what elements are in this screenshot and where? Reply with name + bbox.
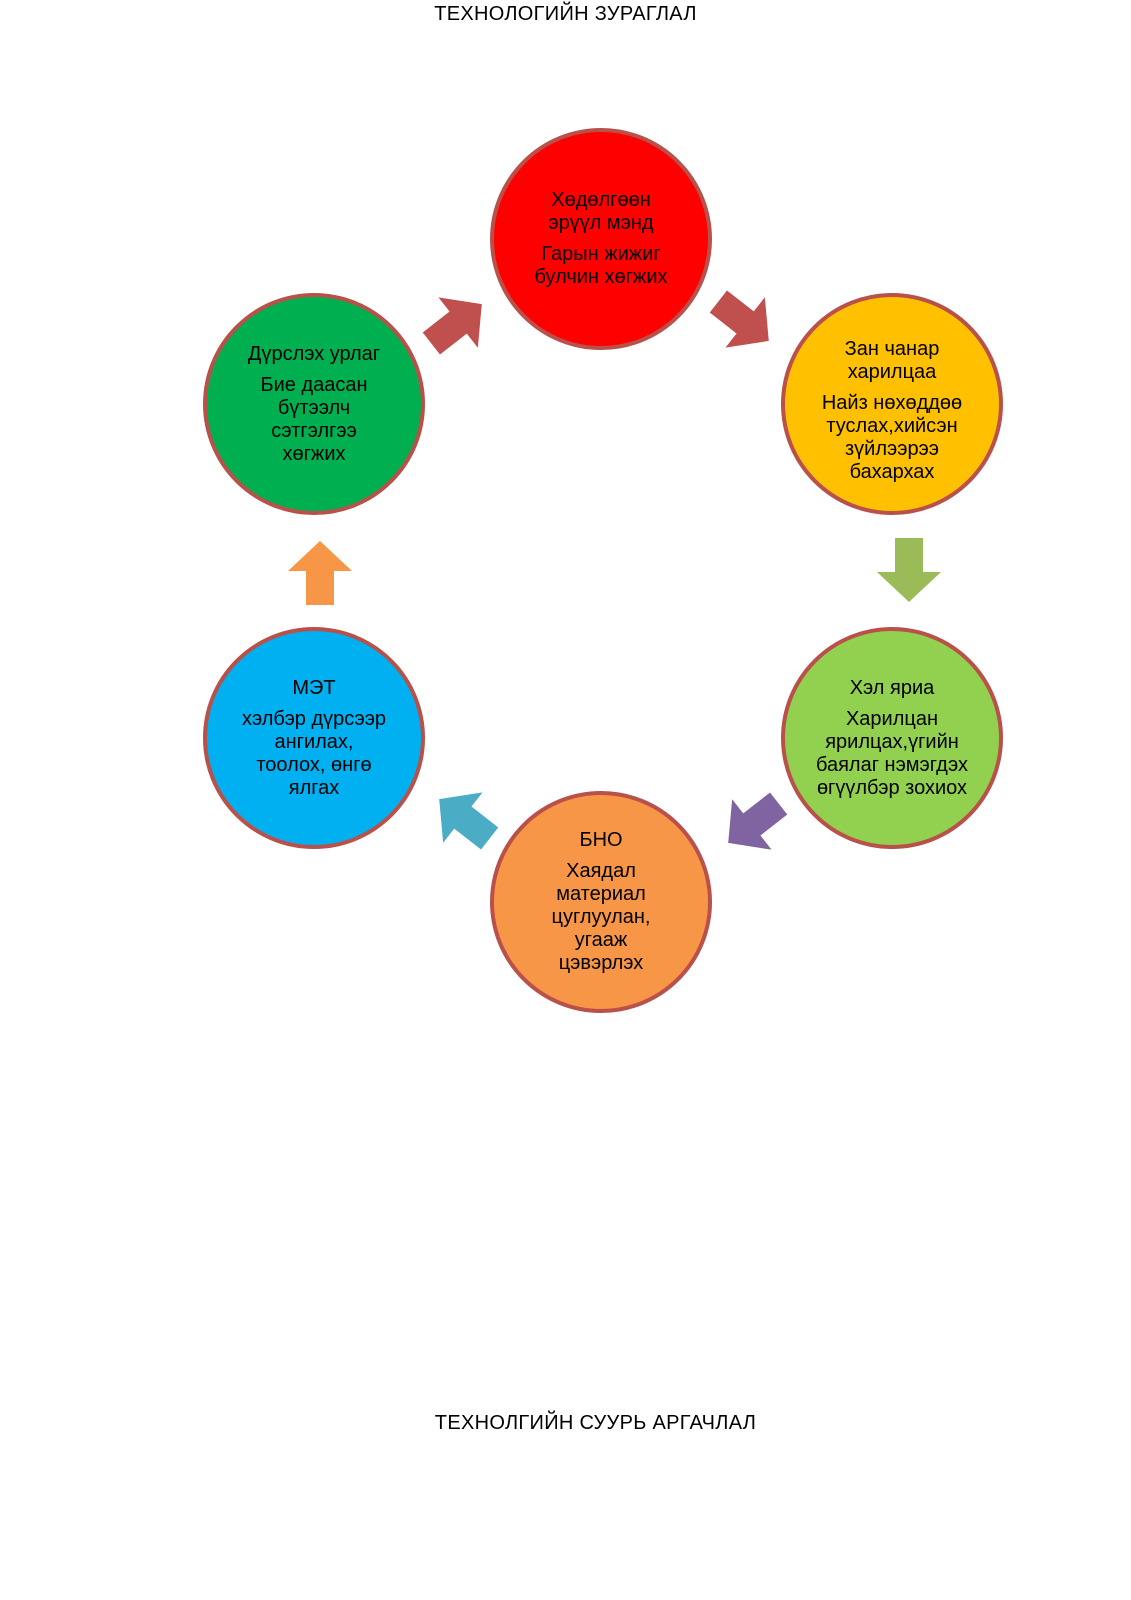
- node-body: Бие даасан бүтээлч сэтгэлгээ хөгжих: [260, 373, 368, 465]
- arrow-bright-to-bottom: [708, 778, 799, 869]
- node-visual-arts: Дүрслэх урлаг Бие даасан бүтээлч сэтгэлг…: [203, 293, 425, 515]
- arrow-right-to-bright: [877, 538, 941, 602]
- node-body: Гарын жижиг булчин хөгжих: [534, 243, 668, 288]
- node-heading: Дүрслэх урлаг: [247, 342, 381, 365]
- arrow-top-to-right: [698, 276, 789, 367]
- node-heading: БНО: [579, 829, 623, 851]
- node-body: Харилцан ярилцах,үгийн баялаг нэмэгдэх ө…: [815, 707, 969, 799]
- node-body: Хаядал материал цуглуулан, угааж цэвэрлэ…: [551, 860, 651, 974]
- node-language: Хэл яриа Харилцан ярилцах,үгийн баялаг н…: [781, 627, 1003, 849]
- footer-caption: ТЕХНОЛГИЙН СУУРЬ АРГАЧЛАЛ: [434, 1412, 757, 1434]
- node-heading: Хэл яриа: [849, 676, 935, 699]
- arrow-bottom-to-bleft: [419, 773, 510, 864]
- node-heading: МЭТ: [292, 676, 336, 699]
- node-bno: БНО Хаядал материал цуглуулан, угааж цэв…: [490, 791, 712, 1013]
- arrow-left-to-top: [411, 278, 502, 369]
- node-heading: Хөдөлгөөн эрүүл мэнд: [548, 189, 654, 234]
- node-movement-health: Хөдөлгөөн эрүүл мэнд Гарын жижиг булчин …: [490, 128, 712, 350]
- node-met: МЭТ хэлбэр дүрсээр ангилах, тоолох, өнгө…: [203, 627, 425, 849]
- node-body: хэлбэр дүрсээр ангилах, тоолох, өнгө ялг…: [241, 707, 387, 799]
- page-title: ТЕХНОЛОГИЙН ЗУРАГЛАЛ: [434, 3, 697, 25]
- node-character-communication: Зан чанар харилцаа Найз нөхөддөө туслах,…: [781, 293, 1003, 515]
- node-heading: Зан чанар харилцаа: [844, 338, 940, 383]
- arrow-bleft-to-left: [288, 541, 352, 605]
- node-body: Найз нөхөддөө туслах,хийсэн зүйлээрээ ба…: [821, 392, 963, 483]
